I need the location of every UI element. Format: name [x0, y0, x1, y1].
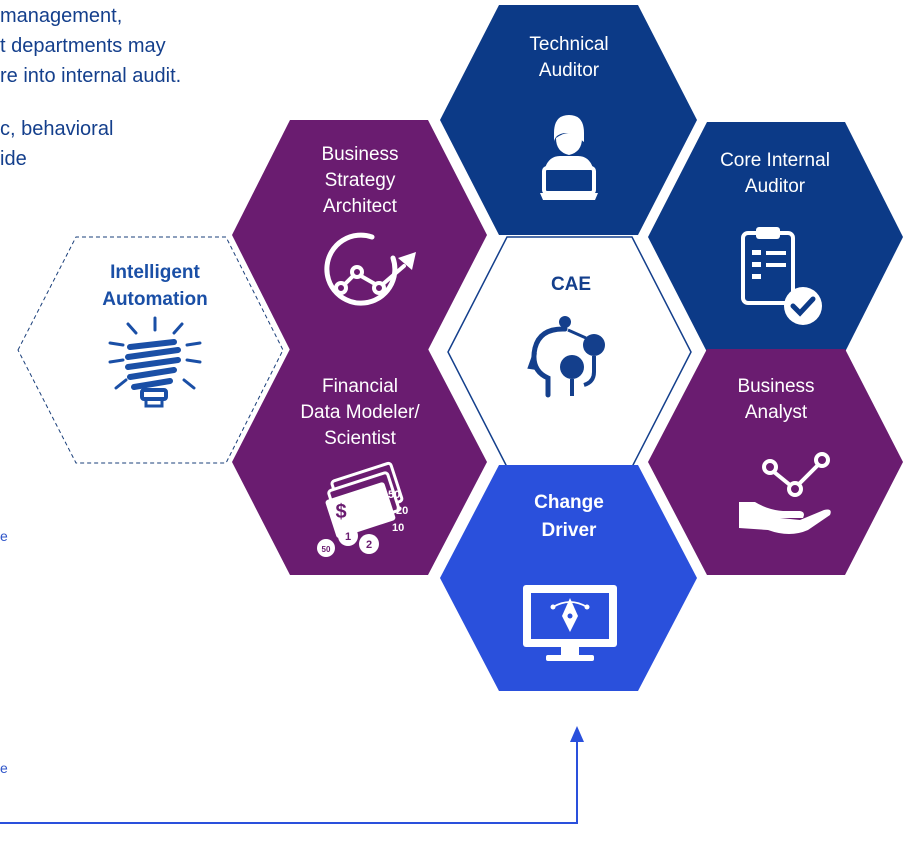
hex-title-line: Change: [534, 492, 604, 513]
hex-title-line: Technical: [529, 34, 608, 55]
head-brain-icon: [527, 316, 605, 398]
svg-text:50: 50: [388, 489, 400, 501]
hex-title-line: Intelligent: [110, 262, 200, 283]
hand-graph-icon: [739, 452, 831, 534]
intro-line-5: ide: [0, 148, 27, 170]
svg-text:50: 50: [322, 545, 331, 554]
hex-title-line: CAE: [551, 274, 591, 295]
hex-title-line: Data Modeler/: [300, 402, 420, 423]
svg-text:2: 2: [366, 539, 372, 551]
hex-title-line: Auditor: [539, 60, 600, 81]
hex-title-line: Driver: [542, 520, 598, 541]
hex-intelligent-automation: Intelligent Automation: [17, 236, 284, 464]
growth-target-icon: [324, 232, 416, 306]
hex-change-driver: Change Driver: [440, 465, 697, 691]
hex-title-line: Business: [737, 376, 814, 397]
hex-technical-auditor: Technical Auditor: [440, 5, 697, 235]
hex-core-internal-auditor: Core Internal Auditor: [648, 122, 903, 352]
lightbulb-icon: [108, 316, 202, 408]
svg-text:20: 20: [396, 505, 408, 517]
hex-financial-data-modeler: Financial Data Modeler/ Scientist $ 50 2…: [232, 349, 487, 575]
hex-title-line: Automation: [102, 289, 208, 310]
intro-line-1: management,: [0, 5, 123, 27]
svg-text:$: $: [335, 501, 346, 523]
hex-title-line: Financial: [322, 376, 398, 397]
hex-title-line: Strategy: [325, 170, 396, 191]
hex-cae: CAE: [447, 236, 692, 468]
intro-line-4: c, behavioral: [0, 118, 114, 140]
money-coins-icon: $ 50 20 10 50 1 2: [317, 461, 408, 557]
hex-title-line: Core Internal: [720, 150, 830, 171]
clipboard-check-icon: [741, 227, 822, 325]
svg-text:1: 1: [345, 531, 351, 543]
person-laptop-icon: [540, 115, 598, 200]
hex-title-line: Business: [321, 144, 398, 165]
intro-line-3: re into internal audit.: [0, 65, 182, 87]
hex-title-line: Auditor: [745, 176, 806, 197]
monitor-pen-icon: [523, 585, 617, 661]
intro-line-2: t departments may: [0, 35, 166, 57]
up-arrow-connector: [0, 726, 584, 824]
hex-business-analyst: Business Analyst: [648, 349, 903, 575]
text-fragment: e: [0, 528, 8, 544]
hex-business-strategy-architect: Business Strategy Architect: [232, 120, 487, 350]
svg-text:10: 10: [392, 522, 404, 534]
hex-title-line: Architect: [323, 196, 398, 217]
hex-title-line: Analyst: [745, 402, 808, 423]
hex-title-line: Scientist: [324, 428, 397, 449]
text-fragment: e: [0, 760, 8, 776]
